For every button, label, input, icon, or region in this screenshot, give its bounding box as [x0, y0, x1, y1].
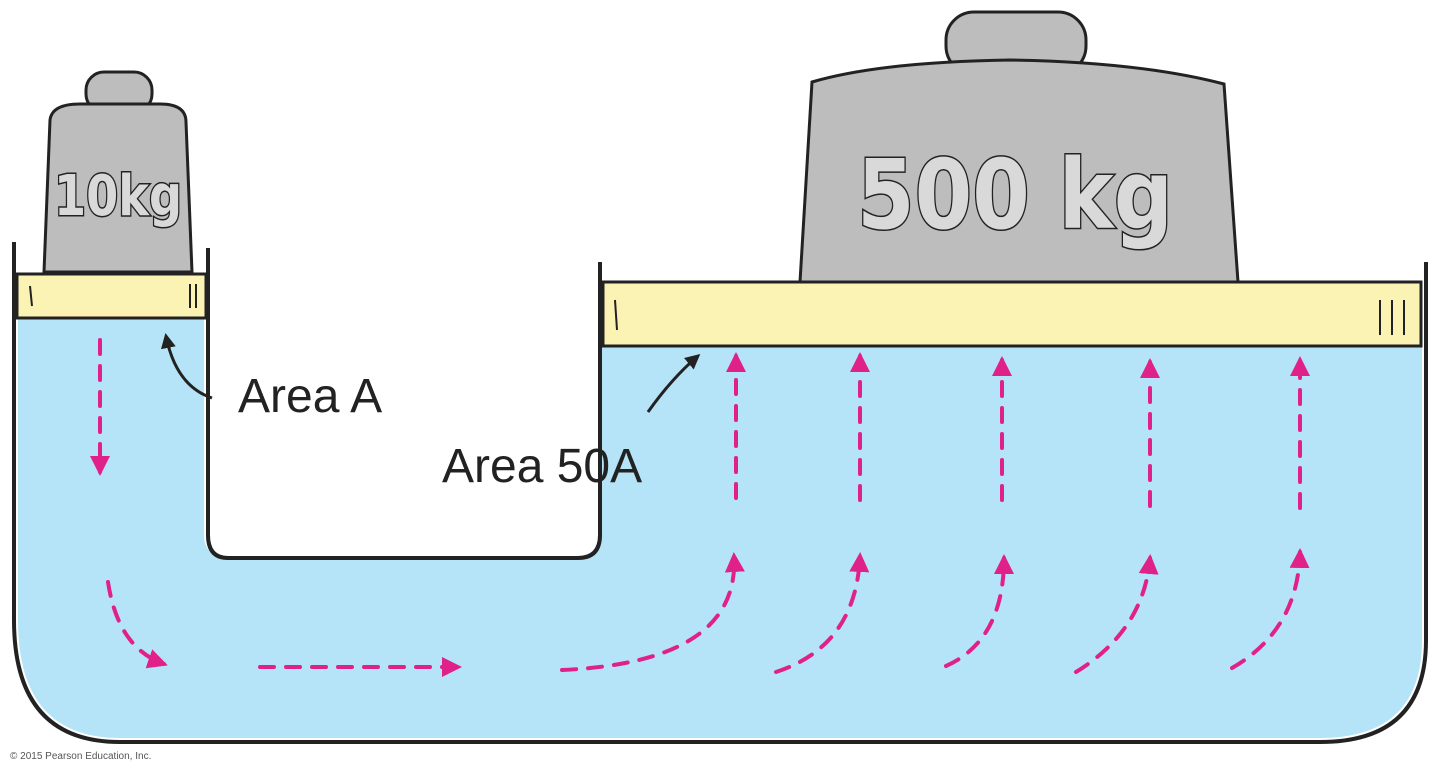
- pressure-arrow-curve: [774, 552, 870, 674]
- small-area-label: Area A: [238, 370, 382, 423]
- copyright-notice: © 2015 Pearson Education, Inc.: [10, 751, 152, 762]
- small-area-pointer: [161, 333, 213, 400]
- small-piston-hatch: [29, 285, 33, 307]
- small-weight: 10kg: [42, 70, 194, 274]
- large-piston: [601, 280, 1423, 348]
- large-weight-label: 500 kg: [857, 139, 1173, 251]
- pressure-arrow-curve: [944, 554, 1014, 668]
- large-weight: 500 kg: [798, 10, 1240, 284]
- large-piston-hatch: [614, 299, 618, 331]
- container-inner-outline: [206, 248, 602, 560]
- pressure-arrows: [90, 338, 1310, 677]
- pressure-arrow-turn: [106, 580, 168, 669]
- small-weight-label: 10kg: [54, 164, 182, 229]
- container-outline: [12, 242, 1428, 744]
- hydraulic-fluid: [18, 318, 1422, 738]
- large-area-pointer: [646, 354, 701, 413]
- large-area-label: Area 50A: [442, 440, 642, 493]
- pressure-arrow-curve: [560, 552, 745, 672]
- small-piston: [15, 272, 208, 320]
